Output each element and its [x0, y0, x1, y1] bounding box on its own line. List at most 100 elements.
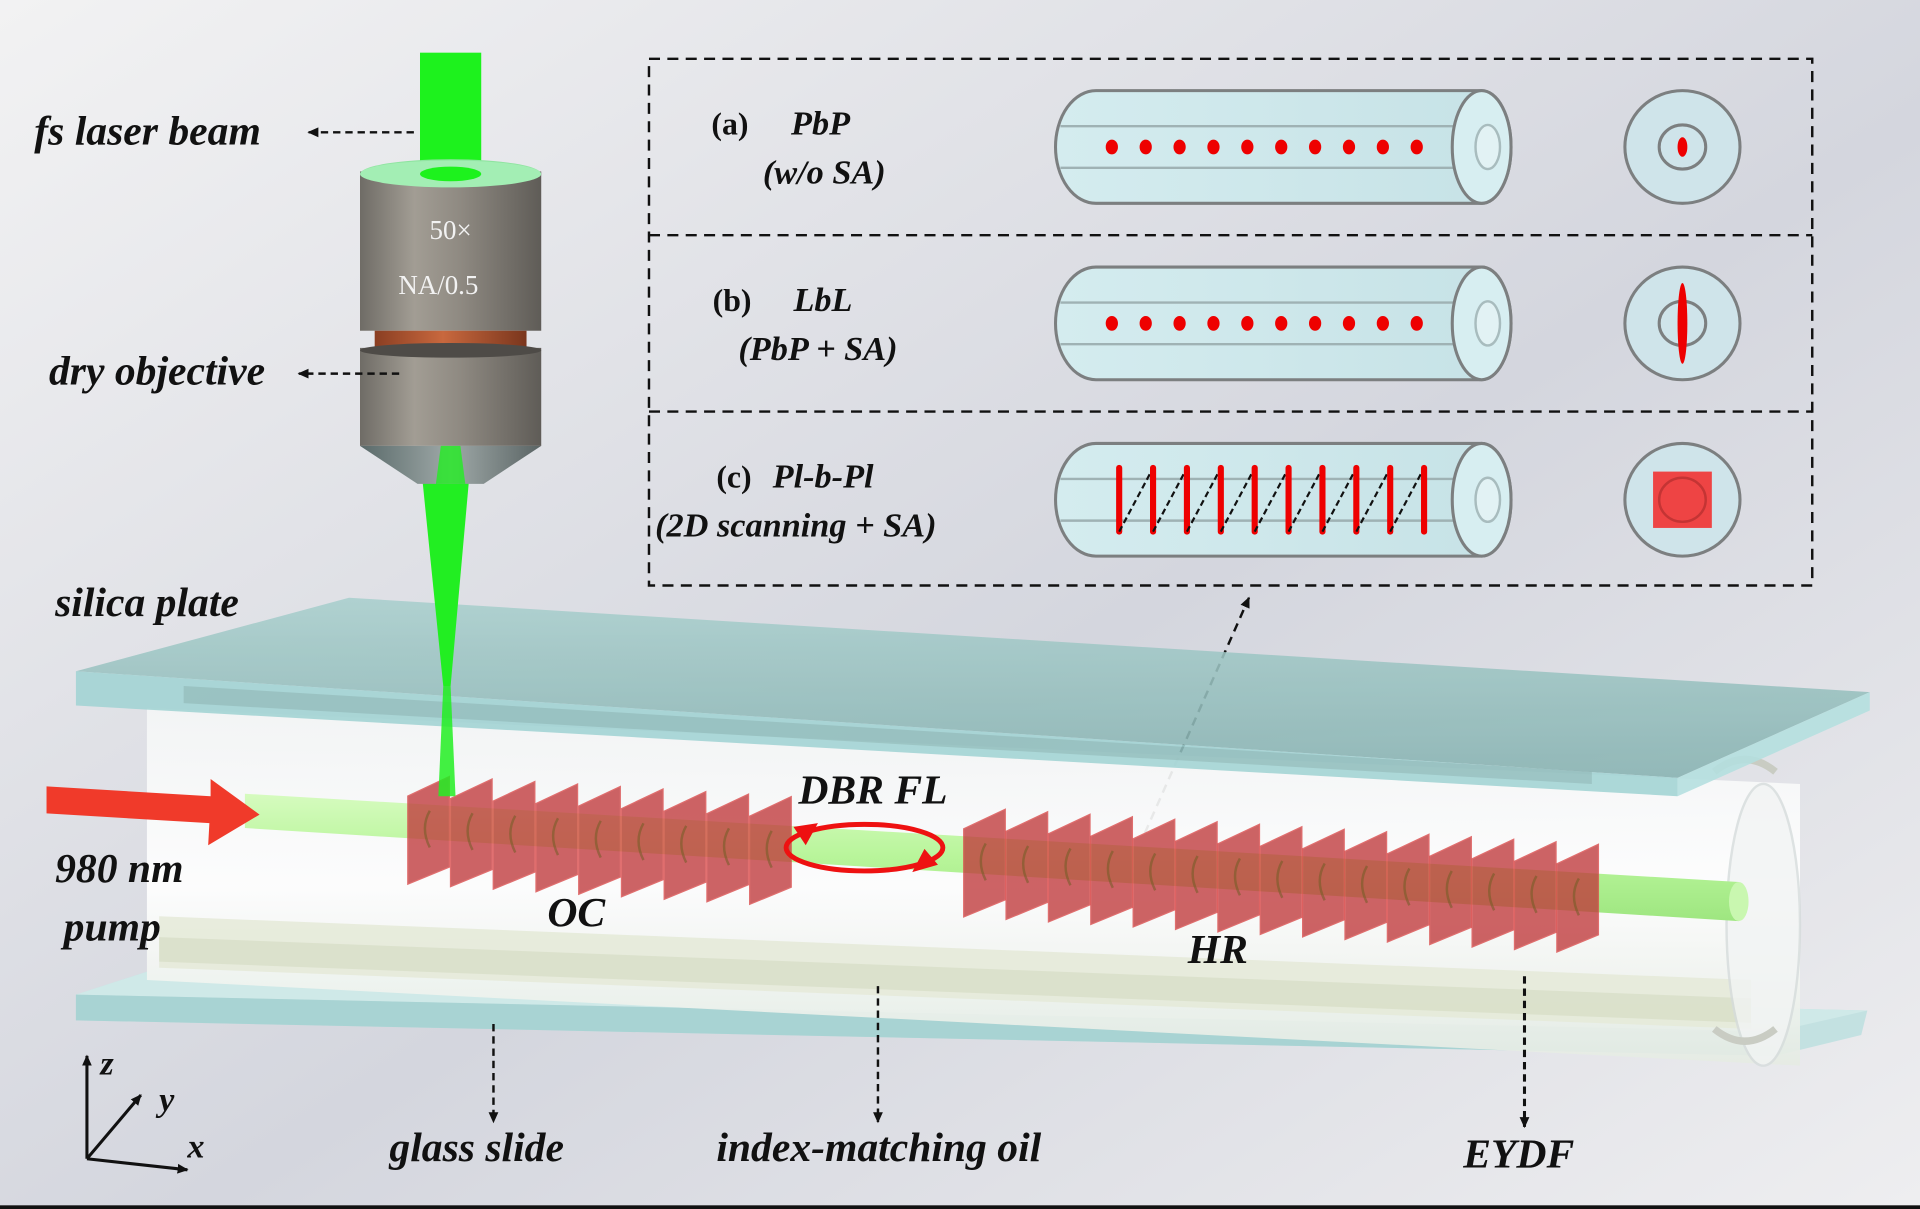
inset-row-c-label: (c) Pl-b-Pl (2D scanning + SA) [655, 458, 936, 545]
label-pump-wavelength: 980 nm [55, 846, 183, 892]
point-mark [1677, 137, 1688, 157]
label-pump: pump [61, 905, 161, 951]
label-glass-slide: glass slide [388, 1125, 564, 1171]
laser-input-beam [420, 52, 482, 176]
grating-plate [1259, 825, 1303, 936]
row-c-tag: (c) [716, 460, 751, 495]
inscribed-point [1275, 316, 1288, 331]
label-silica-plate: silica plate [54, 580, 239, 626]
grating-plate [1217, 823, 1261, 933]
inscribed-point [1139, 316, 1152, 331]
inset-panel: (a) PbP (w/o SA) (b) LbL (PbP + SA) (c) … [647, 57, 1814, 587]
inscribed-point [1173, 139, 1186, 155]
inscribed-point [1241, 316, 1254, 331]
inscribed-point [1308, 316, 1322, 331]
grating-plate [492, 780, 536, 891]
cross-section-icon [1623, 265, 1742, 382]
scan-path [1152, 467, 1188, 533]
row-c-detail: (2D scanning + SA) [655, 507, 936, 545]
coordinate-axes-icon: z y x [82, 1044, 204, 1174]
inscribed-point [1410, 316, 1423, 331]
axis-z-label: z [99, 1044, 114, 1082]
grating-plate [449, 777, 493, 888]
axis-x-label: x [186, 1128, 204, 1166]
label-pointers [297, 127, 1530, 1129]
grating-plate [663, 790, 707, 901]
line-mark [1677, 282, 1688, 364]
grating-plate [578, 785, 621, 896]
inscribed-point [1342, 139, 1356, 155]
scan-path [1287, 467, 1324, 533]
bottom-border [0, 1205, 1920, 1209]
label-oc: OC [547, 890, 606, 936]
grating-plate [1556, 843, 1600, 953]
focused-laser-beam [422, 480, 469, 797]
plane-mark [1653, 471, 1712, 528]
label-eydf: EYDF [1462, 1131, 1574, 1177]
inscribed-point [1173, 316, 1186, 331]
scan-path [1185, 467, 1222, 533]
label-dbr-fl: DBR FL [797, 768, 947, 814]
cavity-loop-icon [783, 821, 946, 874]
axis-y-label: y [155, 1081, 175, 1119]
row-b-tag: (b) [713, 283, 752, 318]
grating-plate [407, 775, 450, 886]
grating-plate [1047, 813, 1091, 923]
inset-row-a-graphic [1054, 89, 1742, 205]
scan-path [1389, 467, 1426, 533]
inscribed-point [1275, 139, 1288, 155]
grating-plate [1471, 838, 1515, 948]
inscribed-point [1207, 316, 1220, 331]
inscribed-point [1410, 139, 1423, 155]
row-b-detail: (PbP + SA) [738, 330, 897, 368]
grating-plate [620, 788, 664, 898]
inscribed-point [1105, 316, 1118, 331]
row-c-method: Pl-b-Pl [772, 458, 874, 496]
row-a-detail: (w/o SA) [763, 154, 886, 192]
label-fs-laser-beam: fs laser beam [34, 109, 261, 155]
scan-path [1321, 467, 1358, 533]
pump-arrow [46, 779, 260, 846]
grating-plate [535, 783, 579, 893]
grating-plate [1174, 820, 1218, 931]
grating-plate [749, 795, 792, 906]
inscribed-point [1376, 139, 1389, 155]
fiber-cylinder-icon [1054, 441, 1513, 558]
dry-objective: 50× NA/0.5 [360, 52, 542, 484]
objective-na: NA/0.5 [398, 270, 478, 300]
grating-plate [1132, 818, 1176, 928]
grating-plate [1386, 833, 1430, 943]
inset-row-b-label: (b) LbL (PbP + SA) [713, 281, 898, 368]
inscribed-point [1308, 139, 1322, 155]
inset-row-b-graphic [1054, 265, 1742, 382]
cross-section-icon [1623, 89, 1742, 205]
scan-path [1355, 467, 1392, 533]
label-hr: HR [1187, 927, 1248, 973]
inscribed-point [1376, 316, 1389, 331]
inscribed-point [1207, 139, 1220, 155]
scan-path [1118, 467, 1155, 533]
scan-path [1253, 467, 1290, 533]
silica-plate [75, 597, 1870, 797]
grating-plate [1513, 840, 1557, 951]
inset-pointer-arrow [1143, 596, 1251, 834]
inscribed-point [1105, 139, 1118, 155]
oc-grating [407, 775, 792, 906]
inset-row-c-graphic [1054, 441, 1742, 558]
label-dry-objective: dry objective [49, 349, 265, 395]
cross-section-icon [1623, 441, 1742, 558]
inscribed-point [1342, 316, 1356, 331]
inset-row-a-label: (a) PbP (w/o SA) [711, 105, 885, 192]
hr-grating [963, 808, 1600, 953]
label-index-matching-oil: index-matching oil [716, 1125, 1041, 1171]
grating-plate [1429, 835, 1472, 946]
row-a-tag: (a) [711, 107, 748, 142]
scan-path [1219, 467, 1256, 533]
grating-plate [963, 808, 1006, 918]
inscribed-point [1241, 139, 1254, 155]
row-a-method: PbP [790, 105, 851, 143]
grating-plate [1302, 828, 1345, 938]
grating-plate [1344, 830, 1388, 941]
grating-plate [1005, 810, 1049, 921]
